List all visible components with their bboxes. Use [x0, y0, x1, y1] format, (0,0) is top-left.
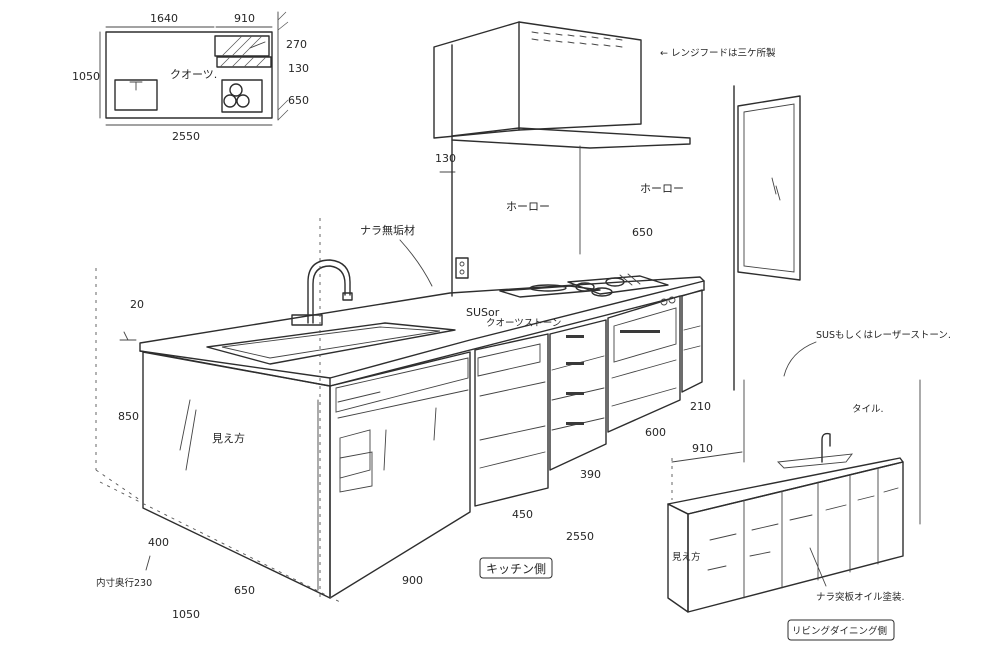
back-elevation: 910 SUSもしくはレーザーストーン. タイル. 見え方 ナラ突板オイル塗装.…: [667, 330, 951, 641]
back-dim-910: 910: [692, 442, 713, 455]
dim-2550: 2550: [566, 530, 594, 543]
hood-note: ← レンジフードは三ケ所製: [660, 47, 776, 59]
back-material-label: SUSもしくはレーザーストーン.: [816, 330, 951, 341]
counter-material-label: SUSor: [466, 306, 500, 319]
plan-label-quartz: クオーツ.: [170, 68, 217, 81]
wall-right-label: ホーロー: [640, 182, 684, 195]
dim-900: 900: [402, 574, 423, 587]
plan-dim-910: 910: [234, 12, 255, 25]
dim-600: 600: [645, 426, 666, 439]
plan-dim-270: 270: [286, 38, 307, 51]
plan-dim-1050: 1050: [72, 70, 100, 83]
wall-dim-650: 650: [632, 226, 653, 239]
wall-outlet: [455, 257, 469, 279]
plan-view: 1640 910 1050 2550 270 130 650 クオーツ.: [72, 11, 309, 143]
side-panel-label: 見え方: [212, 431, 245, 445]
window: [733, 85, 801, 391]
dim-20: 20: [130, 298, 144, 311]
nara-oil-label: ナラ突板オイル塗装.: [816, 591, 905, 603]
dim-1050: 1050: [172, 608, 200, 621]
back-side-label: 見え方: [672, 551, 701, 563]
dim-400: 400: [148, 536, 169, 549]
hood-dim-130: 130: [435, 152, 456, 165]
dim-inner-depth: 内寸奥行230: [96, 577, 152, 589]
plan-dim-650: 650: [288, 94, 309, 107]
tile-label: タイル.: [852, 404, 884, 415]
dim-210: 210: [690, 400, 711, 413]
plan-dim-130: 130: [288, 62, 309, 75]
plan-dim-1640: 1640: [150, 12, 178, 25]
dim-390: 390: [580, 468, 601, 481]
kitchen-side-caption: キッチン側: [486, 562, 546, 576]
counter-material-label-2: クオーツストーン: [486, 318, 561, 329]
plan-dim-2550: 2550: [172, 130, 200, 143]
dim-450: 450: [512, 508, 533, 521]
dim-850: 850: [118, 410, 139, 423]
range-hood: ← レンジフードは三ケ所製 130 ホーロー ホーロー 650: [433, 21, 776, 255]
dim-650: 650: [234, 584, 255, 597]
wall-left-label: ホーロー: [506, 200, 550, 213]
main-island: ナラ無垢材 SUSor クオーツストーン 20 850 見え方 210 600 …: [95, 218, 711, 621]
nara-board-label: ナラ無垢材: [360, 223, 415, 237]
living-side-caption: リビングダイニング側: [792, 625, 887, 637]
